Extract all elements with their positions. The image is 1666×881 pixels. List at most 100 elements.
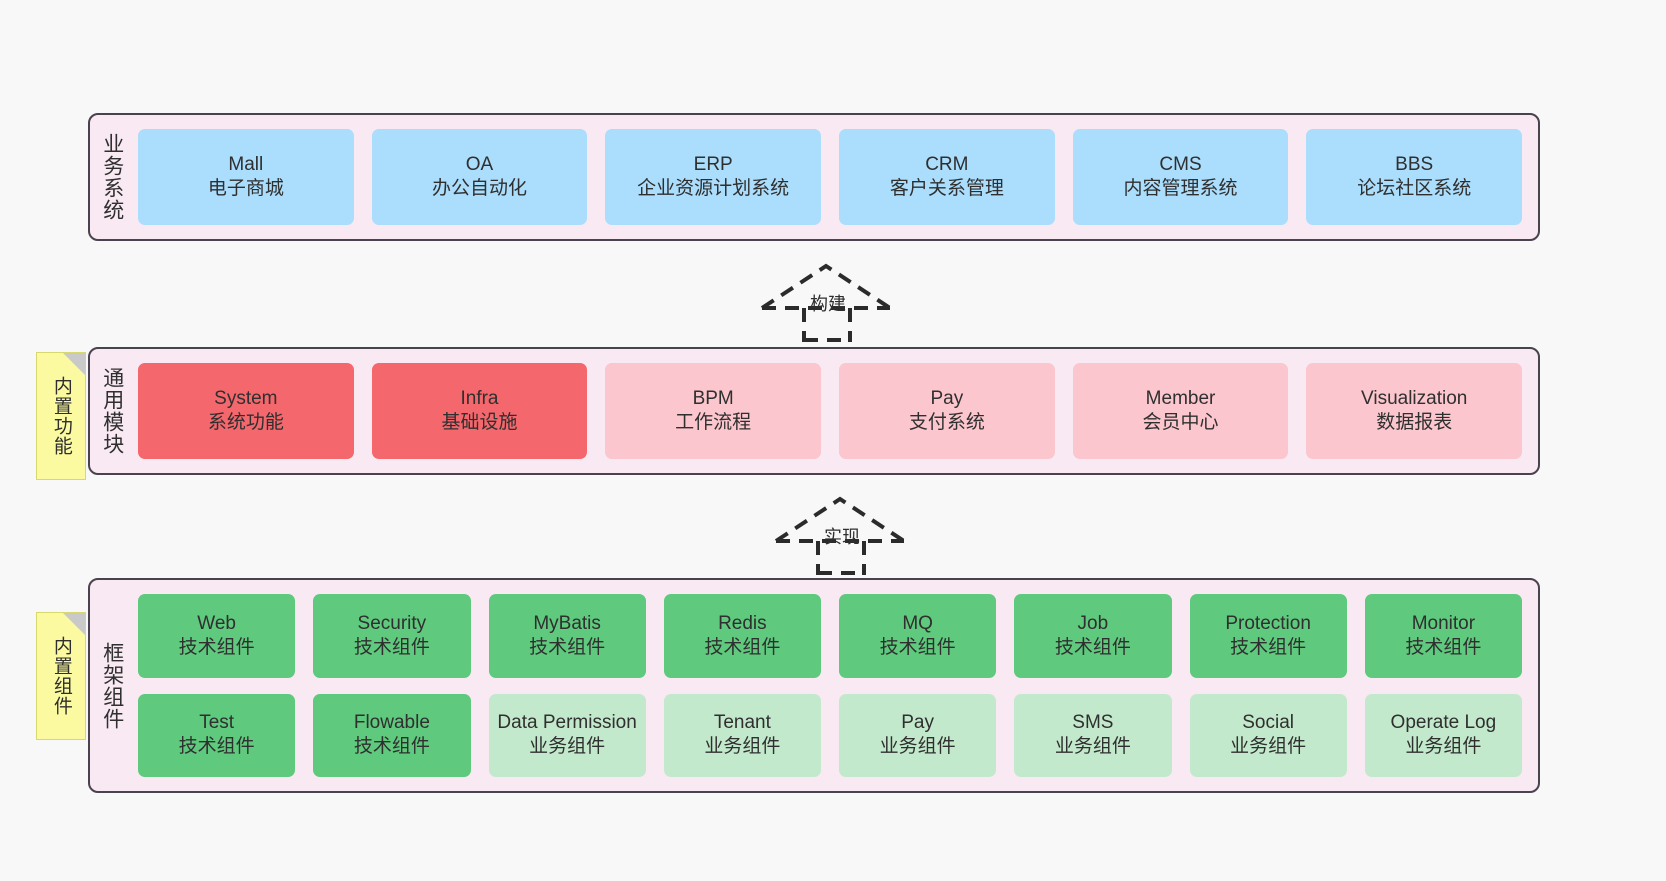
layer-business-system-cards: Mall 电子商城 OA 办公自动化 ERP 企业资源计划系统 CRM 客户关系…: [134, 115, 1538, 239]
card-monitor[interactable]: Monitor 技术组件: [1364, 594, 1522, 678]
card-security[interactable]: Security 技术组件: [313, 594, 471, 678]
card-title: Protection: [1225, 612, 1311, 634]
card-title: Web: [197, 612, 236, 634]
connector-build-arrow-icon: [760, 263, 892, 342]
layer-common-module-cards: System 系统功能 Infra 基础设施 BPM 工作流程 Pay 支付系统…: [134, 349, 1538, 473]
card-row: Web 技术组件 Security 技术组件 MyBatis 技术组件 Redi…: [138, 594, 1522, 678]
card-title: Infra: [460, 388, 499, 410]
card-pay-component[interactable]: Pay 业务组件: [839, 693, 997, 777]
card-title: OA: [465, 154, 494, 176]
card-oa[interactable]: OA 办公自动化: [371, 129, 588, 225]
card-title: Operate Log: [1390, 712, 1497, 734]
card-title: Data Permission: [497, 712, 637, 734]
layer-framework-component: 框架组件 Web 技术组件 Security 技术组件 MyBatis 技术组件…: [88, 578, 1540, 793]
connector-implement-arrow-icon: [774, 496, 906, 575]
connector-build: 构建: [758, 262, 898, 342]
card-subtitle: 客户关系管理: [889, 178, 1004, 199]
card-member[interactable]: Member 会员中心: [1072, 363, 1289, 459]
layer-framework-component-cards: Web 技术组件 Security 技术组件 MyBatis 技术组件 Redi…: [134, 580, 1538, 791]
card-title: Pay: [930, 388, 964, 410]
card-subtitle: 技术组件: [704, 636, 781, 658]
card-subtitle: 论坛社区系统: [1357, 178, 1472, 199]
card-bbs[interactable]: BBS 论坛社区系统: [1306, 129, 1523, 225]
card-subtitle: 工作流程: [675, 412, 752, 433]
card-title: Visualization: [1361, 388, 1468, 410]
card-pay-module[interactable]: Pay 支付系统: [839, 363, 1055, 459]
note-builtin-function: 内置功能: [36, 352, 86, 480]
card-row: Mall 电子商城 OA 办公自动化 ERP 企业资源计划系统 CRM 客户关系…: [138, 129, 1523, 225]
card-subtitle: 系统功能: [207, 412, 284, 433]
card-subtitle: 技术组件: [1054, 636, 1131, 658]
card-social[interactable]: Social 业务组件: [1189, 693, 1347, 777]
card-protection[interactable]: Protection 技术组件: [1189, 594, 1347, 678]
card-title: BBS: [1395, 154, 1434, 176]
card-subtitle: 业务组件: [1405, 736, 1482, 758]
card-subtitle: 业务组件: [1230, 736, 1307, 758]
card-flowable[interactable]: Flowable 技术组件: [313, 693, 471, 777]
card-tenant[interactable]: Tenant 业务组件: [663, 693, 821, 777]
layer-business-system-label: 业务系统: [100, 133, 124, 221]
card-subtitle: 电子商城: [207, 178, 284, 199]
card-subtitle: 技术组件: [529, 636, 606, 658]
card-subtitle: 支付系统: [908, 412, 985, 433]
card-mq[interactable]: MQ 技术组件: [839, 594, 997, 678]
note-builtin-function-label: 内置功能: [50, 376, 72, 456]
card-title: Security: [357, 612, 427, 634]
card-redis[interactable]: Redis 技术组件: [663, 594, 821, 678]
card-operate-log[interactable]: Operate Log 业务组件: [1364, 693, 1522, 777]
card-row: Test 技术组件 Flowable 技术组件 Data Permission …: [138, 693, 1522, 777]
card-subtitle: 基础设施: [441, 412, 518, 433]
card-title: ERP: [693, 154, 733, 176]
card-subtitle: 技术组件: [1405, 636, 1482, 658]
card-sms[interactable]: SMS 业务组件: [1014, 693, 1172, 777]
card-title: Flowable: [353, 712, 430, 734]
card-visualization[interactable]: Visualization 数据报表: [1306, 363, 1523, 459]
card-title: Member: [1145, 388, 1216, 410]
card-title: BPM: [692, 388, 734, 410]
card-title: Pay: [901, 712, 934, 734]
layer-framework-component-label: 框架组件: [100, 641, 124, 730]
card-row: System 系统功能 Infra 基础设施 BPM 工作流程 Pay 支付系统…: [138, 363, 1523, 459]
card-title: Mall: [228, 154, 264, 176]
card-mybatis[interactable]: MyBatis 技术组件: [488, 594, 646, 678]
card-job[interactable]: Job 技术组件: [1014, 594, 1172, 678]
connector-implement: 实现: [772, 495, 912, 575]
note-fold-icon: [63, 353, 85, 375]
card-subtitle: 技术组件: [879, 636, 956, 658]
card-subtitle: 业务组件: [529, 736, 606, 758]
card-subtitle: 内容管理系统: [1123, 178, 1238, 199]
card-web[interactable]: Web 技术组件: [138, 594, 296, 678]
card-subtitle: 技术组件: [353, 736, 430, 758]
connector-build-label: 构建: [810, 294, 846, 314]
card-title: Monitor: [1411, 612, 1476, 634]
card-system[interactable]: System 系统功能: [138, 363, 354, 459]
card-title: Test: [199, 712, 235, 734]
card-crm[interactable]: CRM 客户关系管理: [839, 129, 1055, 225]
card-infra[interactable]: Infra 基础设施: [371, 363, 588, 459]
card-title: Tenant: [713, 712, 771, 734]
card-data-permission[interactable]: Data Permission 业务组件: [488, 693, 646, 777]
card-title: Job: [1077, 612, 1109, 634]
note-builtin-component-label: 内置组件: [50, 636, 72, 716]
layer-common-module: 通用模块 System 系统功能 Infra 基础设施 BPM 工作流程 Pay…: [88, 347, 1540, 475]
card-test[interactable]: Test 技术组件: [138, 693, 296, 777]
card-subtitle: 技术组件: [178, 736, 255, 758]
card-mall[interactable]: Mall 电子商城: [138, 129, 354, 225]
card-cms[interactable]: CMS 内容管理系统: [1072, 129, 1289, 225]
card-subtitle: 数据报表: [1376, 412, 1453, 433]
card-subtitle: 办公自动化: [432, 178, 528, 199]
note-fold-icon: [63, 613, 85, 635]
card-erp[interactable]: ERP 企业资源计划系统: [605, 129, 822, 225]
layer-common-module-label: 通用模块: [100, 367, 124, 455]
card-subtitle: 企业资源计划系统: [637, 178, 790, 199]
card-title: MQ: [902, 612, 933, 634]
card-title: CRM: [925, 154, 969, 176]
card-subtitle: 会员中心: [1142, 412, 1219, 433]
card-bpm[interactable]: BPM 工作流程: [605, 363, 822, 459]
card-title: Social: [1242, 712, 1294, 734]
card-subtitle: 业务组件: [879, 736, 956, 758]
card-subtitle: 业务组件: [1054, 736, 1131, 758]
card-subtitle: 技术组件: [1230, 636, 1307, 658]
card-title: CMS: [1159, 154, 1202, 176]
